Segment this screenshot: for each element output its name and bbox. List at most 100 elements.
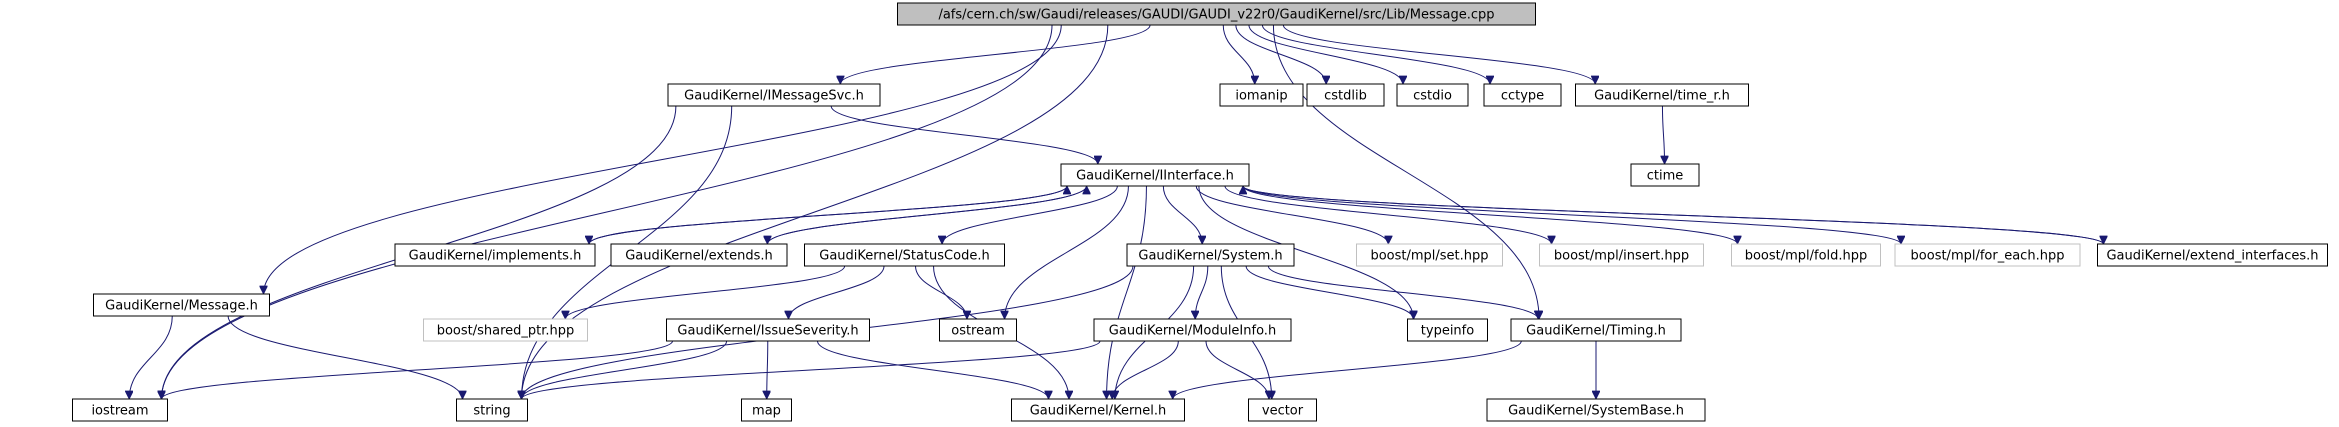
node-systembase[interactable]: GaudiKernel/SystemBase.h (1486, 398, 1706, 422)
node-issueseverity[interactable]: GaudiKernel/IssueSeverity.h (666, 318, 870, 342)
node-label: boost/shared_ptr.hpp (437, 324, 575, 339)
node-extend-if[interactable]: GaudiKernel/extend_interfaces.h (2097, 243, 2328, 267)
edge-root-to-timing (1272, 24, 1539, 319)
node-box (939, 318, 1017, 342)
node-box (72, 398, 168, 422)
edge-root-to-iostream (162, 24, 1053, 399)
node-mpl-set[interactable]: boost/mpl/set.hpp (1356, 243, 1503, 267)
node-timing[interactable]: GaudiKernel/Timing.h (1510, 318, 1682, 342)
edge-root-to-time-r (1282, 24, 1595, 84)
node-label: GaudiKernel/IInterface.h (1076, 169, 1234, 184)
node-box (804, 243, 1005, 267)
node-label: iostream (91, 404, 148, 419)
node-mpl-foreach[interactable]: boost/mpl/for_each.hpp (1894, 243, 2081, 267)
node-system[interactable]: GaudiKernel/System.h (1126, 243, 1295, 267)
edge-issueseverity-to-kernel (817, 340, 1049, 399)
node-map[interactable]: map (741, 398, 792, 422)
edge-issueseverity-to-string (522, 340, 728, 399)
node-time-r[interactable]: GaudiKernel/time_r.h (1575, 83, 1749, 107)
node-box (897, 2, 1536, 26)
edge-iinterface-to-kernel (1107, 185, 1147, 399)
node-label: GaudiKernel/System.h (1138, 249, 1282, 264)
node-moduleinfo[interactable]: GaudiKernel/ModuleInfo.h (1093, 318, 1292, 342)
node-label: iomanip (1235, 89, 1287, 104)
node-label: /afs/cern.ch/sw/Gaudi/releases/GAUDI/GAU… (938, 8, 1494, 23)
node-label: GaudiKernel/ModuleInfo.h (1109, 324, 1276, 339)
node-label: cstdlib (1324, 89, 1367, 104)
edge-statuscode-to-ostream (915, 265, 967, 319)
edge-root-to-iomanip (1222, 24, 1255, 84)
node-iostream[interactable]: iostream (72, 398, 168, 422)
node-label: GaudiKernel/Timing.h (1526, 324, 1666, 339)
edge-iinterface-to-mpl-insert (1224, 185, 1552, 244)
node-box (1731, 243, 1881, 267)
dependency-nodes: /afs/cern.ch/sw/Gaudi/releases/GAUDI/GAU… (72, 2, 2328, 422)
node-label: map (752, 404, 781, 419)
node-statuscode[interactable]: GaudiKernel/StatusCode.h (804, 243, 1005, 267)
edge-message-h-to-string (227, 315, 462, 399)
node-label: ctime (1647, 169, 1684, 184)
edge-message-h-to-iostream (129, 315, 173, 399)
node-label: cstdio (1413, 89, 1452, 104)
node-box (93, 293, 270, 317)
edge-system-to-timing (1267, 265, 1538, 319)
node-cctype[interactable]: cctype (1483, 83, 1562, 107)
node-label: GaudiKernel/StatusCode.h (819, 249, 989, 264)
node-implements[interactable]: GaudiKernel/implements.h (394, 243, 596, 267)
node-iomanip[interactable]: iomanip (1219, 83, 1304, 107)
node-shared-ptr[interactable]: boost/shared_ptr.hpp (423, 318, 588, 342)
node-kernel[interactable]: GaudiKernel/Kernel.h (1011, 398, 1185, 422)
edge-iinterface-to-mpl-foreach (1242, 185, 1901, 244)
node-label: GaudiKernel/SystemBase.h (1508, 404, 1684, 419)
edge-iinterface-to-mpl-set (1195, 185, 1388, 244)
node-cstdio[interactable]: cstdio (1396, 83, 1469, 107)
node-string[interactable]: string (456, 398, 528, 422)
node-box (1356, 243, 1503, 267)
node-iinterface[interactable]: GaudiKernel/IInterface.h (1060, 163, 1250, 187)
node-mpl-fold[interactable]: boost/mpl/fold.hpp (1731, 243, 1881, 267)
node-label: GaudiKernel/IssueSeverity.h (677, 324, 858, 339)
node-box (423, 318, 588, 342)
node-box (1219, 83, 1304, 107)
node-label: cctype (1501, 89, 1544, 104)
node-vector[interactable]: vector (1248, 398, 1317, 422)
edge-statuscode-to-shared-ptr (565, 265, 846, 319)
node-box (456, 398, 528, 422)
edge-time-r-to-ctime (1662, 105, 1664, 164)
node-root[interactable]: /afs/cern.ch/sw/Gaudi/releases/GAUDI/GAU… (897, 2, 1536, 26)
edge-root-to-message-h (264, 24, 1062, 294)
node-label: GaudiKernel/Message.h (105, 299, 258, 314)
node-label: GaudiKernel/time_r.h (1594, 89, 1730, 104)
node-box (610, 243, 788, 267)
node-label: boost/mpl/insert.hpp (1554, 249, 1689, 264)
edge-extend-if-to-iinterface (1243, 186, 2104, 245)
node-cstdlib[interactable]: cstdlib (1306, 83, 1385, 107)
node-box (1894, 243, 2081, 267)
node-extends[interactable]: GaudiKernel/extends.h (610, 243, 788, 267)
node-box (1126, 243, 1295, 267)
edge-moduleinfo-to-kernel (1112, 340, 1179, 399)
node-label: GaudiKernel/implements.h (409, 249, 582, 264)
node-label: GaudiKernel/extend_interfaces.h (2106, 249, 2318, 264)
node-ostream[interactable]: ostream (939, 318, 1017, 342)
edge-iinterface-to-mpl-fold (1242, 185, 1738, 244)
node-box (2097, 243, 2328, 267)
node-imessagesvc[interactable]: GaudiKernel/IMessageSvc.h (667, 83, 881, 107)
node-ctime[interactable]: ctime (1630, 163, 1700, 187)
node-mpl-insert[interactable]: boost/mpl/insert.hpp (1539, 243, 1704, 267)
node-box (1510, 318, 1682, 342)
node-box (1060, 163, 1250, 187)
dependency-edges (129, 24, 2104, 399)
edge-statuscode-to-issueseverity (788, 265, 885, 319)
node-typeinfo[interactable]: typeinfo (1407, 318, 1488, 342)
edge-iinterface-to-typeinfo (1198, 185, 1414, 319)
node-message-h[interactable]: GaudiKernel/Message.h (93, 293, 270, 317)
node-box (1306, 83, 1385, 107)
edge-imessagesvc-to-iinterface (830, 105, 1098, 164)
node-label: boost/mpl/for_each.hpp (1911, 249, 2065, 264)
node-label: ostream (951, 324, 1005, 339)
edge-root-to-cstdlib (1235, 24, 1326, 84)
edge-root-to-imessagesvc (840, 24, 1151, 84)
node-box (667, 83, 881, 107)
